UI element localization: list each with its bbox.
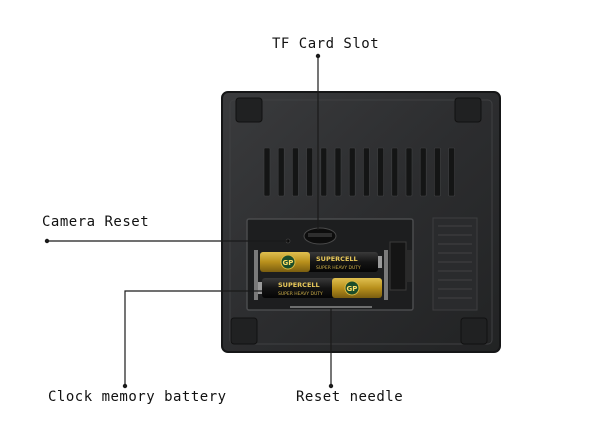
- vent-slots: [263, 147, 455, 197]
- foot-top-left: [235, 97, 263, 123]
- vent-slot: [363, 147, 370, 197]
- device-inner-edge: [229, 99, 493, 345]
- battery-top-model: SUPERCELL: [316, 255, 358, 263]
- compartment-latch-tab: [406, 250, 412, 282]
- battery-top-brand: GP: [283, 259, 294, 267]
- battery-top: GP SUPERCELL SUPER HEAVY DUTY: [260, 252, 382, 272]
- battery-bottom-model: SUPERCELL: [278, 281, 320, 289]
- reset-needle-label: Reset needle: [296, 389, 404, 405]
- contact-right: [384, 250, 388, 300]
- foot-bottom-left: [230, 317, 258, 345]
- vent-slot: [277, 147, 285, 197]
- camera-reset-label: Camera Reset: [42, 214, 150, 230]
- label-plate: [432, 217, 478, 311]
- vent-slot: [391, 147, 399, 197]
- tf-card-slot: [303, 227, 337, 245]
- vent-slot: [292, 147, 299, 197]
- vent-slot: [448, 147, 455, 197]
- vent-slot: [377, 147, 384, 197]
- foot-bottom-right: [460, 317, 488, 345]
- compartment-latch: [389, 241, 407, 291]
- contact-left: [254, 250, 258, 300]
- vent-slot: [334, 147, 342, 197]
- vent-slot: [348, 147, 356, 197]
- vent-slot: [405, 147, 413, 197]
- clock-memory-battery-label: Clock memory battery: [48, 389, 227, 405]
- battery-top-subtitle: SUPER HEAVY DUTY: [316, 265, 361, 271]
- vent-slot: [320, 147, 328, 197]
- battery-bottom-brand: GP: [347, 285, 358, 293]
- battery-bottom: GP SUPERCELL SUPER HEAVY DUTY: [258, 278, 382, 298]
- camera-reset-hole: [285, 238, 291, 244]
- battery-bottom-subtitle: SUPER HEAVY DUTY: [278, 291, 323, 297]
- vent-slot: [434, 147, 441, 197]
- vent-slot: [306, 147, 313, 197]
- tf-card-slot-label: TF Card Slot: [272, 36, 380, 52]
- foot-top-right: [454, 97, 482, 123]
- vent-slot: [263, 147, 271, 197]
- vent-slot: [419, 147, 427, 197]
